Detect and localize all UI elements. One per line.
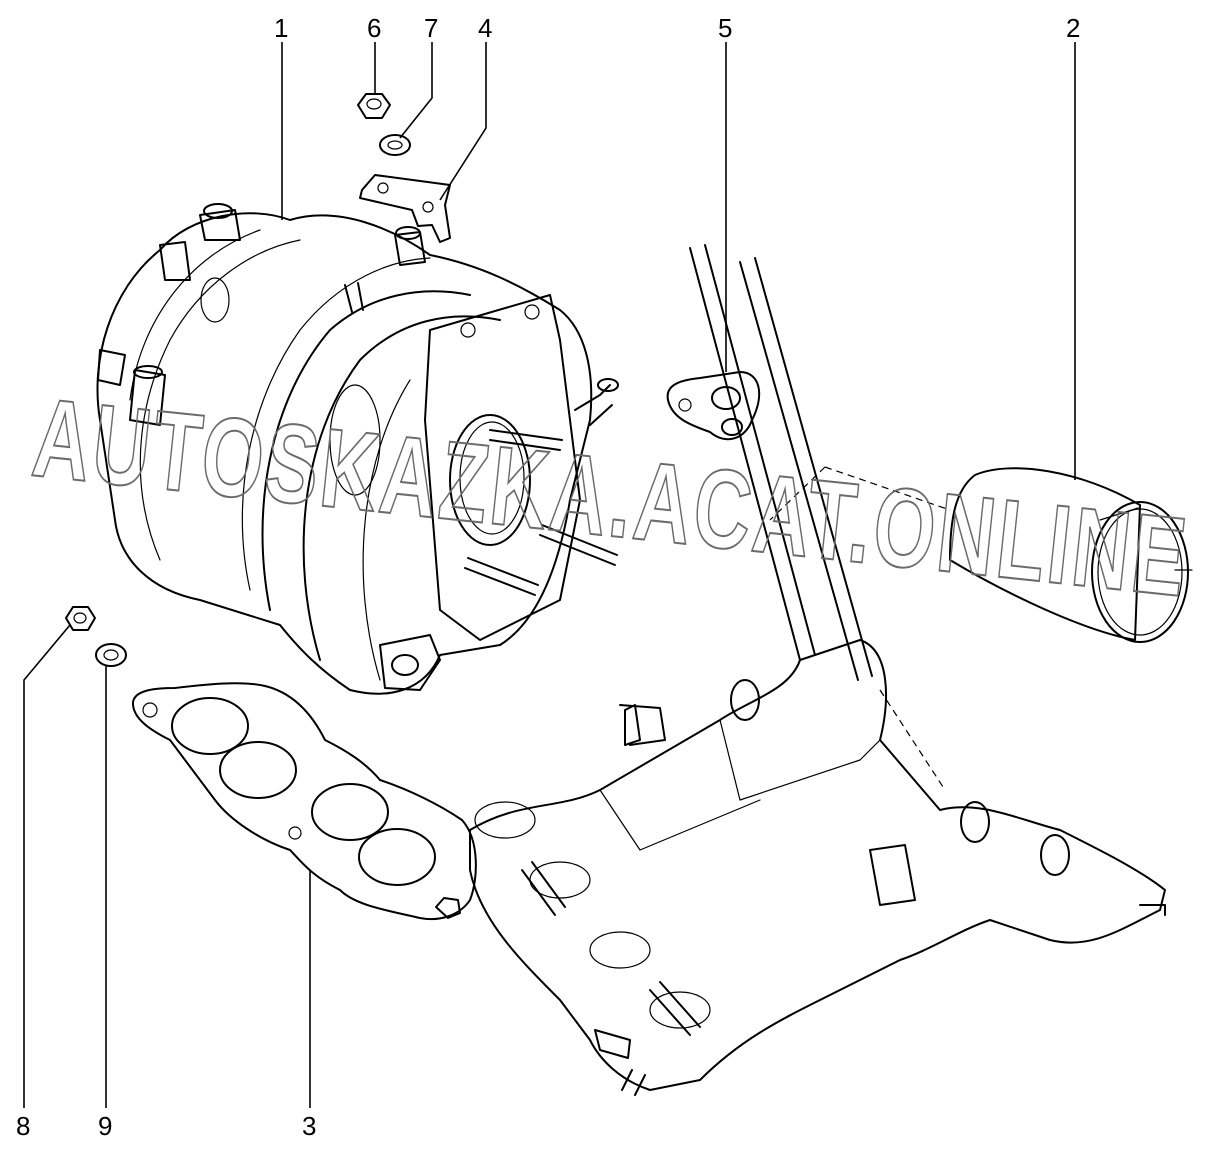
bracket — [359, 174, 451, 243]
bushing-sleeve — [949, 467, 1193, 643]
callout-3: 3 — [302, 1111, 316, 1141]
manifold-gasket — [131, 682, 477, 920]
watermark-text: AUTOSKAZKA.ACAT.ONLINE — [27, 375, 1194, 621]
callout-5: 5 — [718, 13, 732, 43]
nut-left — [65, 606, 96, 631]
throttle-gasket — [666, 371, 761, 441]
long-studs — [689, 244, 873, 681]
callout-4: 4 — [478, 13, 492, 43]
lower-intake-manifold — [469, 639, 1166, 1096]
callout-9: 9 — [98, 1111, 112, 1141]
washer-top — [379, 134, 411, 156]
intake-manifold-housing — [96, 203, 619, 695]
assembly-lines — [769, 466, 951, 791]
callout-8: 8 — [16, 1111, 30, 1141]
callout-1: 1 — [274, 13, 288, 43]
callout-6: 6 — [367, 13, 381, 43]
nut-top — [357, 93, 391, 119]
leader-lines — [23, 42, 1076, 1108]
callout-2: 2 — [1066, 13, 1080, 43]
washer-left — [95, 643, 127, 667]
callout-7: 7 — [424, 13, 438, 43]
